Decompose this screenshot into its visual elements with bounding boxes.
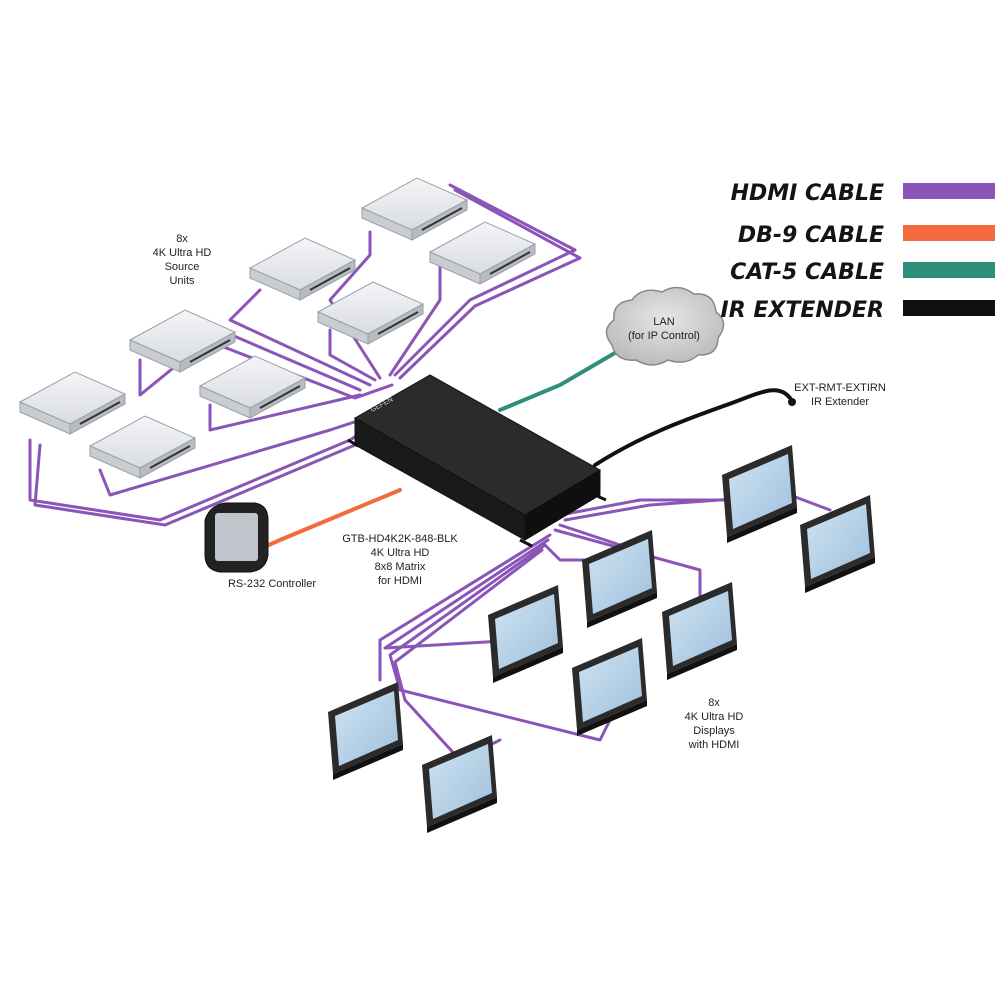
matrix-switch: GEFEN (347, 374, 607, 548)
hdmi-cables (28, 183, 832, 762)
lan-cloud-icon: LAN (for IP Control) (605, 286, 725, 366)
legend-ir-label: IR EXTENDER (721, 298, 884, 323)
displays-label: 8x 4K Ultra HD Displays with HDMI (685, 697, 744, 751)
controller-label: RS-232 Controller (228, 578, 316, 590)
source-unit (316, 281, 425, 345)
legend: HDMI CABLE DB-9 CABLE CAT-5 CABLE IR EXT… (721, 181, 995, 323)
legend-hdmi-swatch (903, 183, 995, 199)
source-unit (198, 355, 307, 419)
display (582, 530, 657, 628)
legend-hdmi: HDMI CABLE (731, 181, 995, 206)
display (488, 585, 563, 683)
sources-label-line3: Source (165, 261, 200, 273)
display (572, 638, 647, 736)
source-unit (360, 177, 469, 241)
displays-label-line2: 4K Ultra HD (685, 711, 744, 723)
ir-extender-cable (593, 388, 792, 467)
matrix-label-line4: for HDMI (378, 575, 422, 587)
display (662, 582, 737, 680)
legend-db9: DB-9 CABLE (738, 223, 995, 248)
sources-label: 8x 4K Ultra HD Source Units (153, 233, 212, 287)
display (800, 495, 875, 593)
source-unit (128, 309, 237, 373)
display (722, 445, 797, 543)
db9-cable (260, 488, 402, 550)
displays-label-line1: 8x (708, 697, 720, 709)
legend-cat5-label: CAT-5 CABLE (730, 260, 884, 285)
rs232-controller (204, 502, 269, 573)
display (422, 735, 497, 833)
matrix-label-line3: 8x8 Matrix (375, 561, 426, 573)
ir-sensor-icon (788, 398, 796, 406)
ir-label-line2: IR Extender (811, 396, 869, 408)
ir-label-line1: EXT-RMT-EXTIRN (794, 382, 886, 394)
source-unit (248, 237, 357, 301)
legend-db9-label: DB-9 CABLE (738, 223, 884, 248)
matrix-label-line1: GTB-HD4K2K-848-BLK (342, 533, 458, 545)
legend-ir: IR EXTENDER (721, 298, 995, 323)
legend-ir-swatch (903, 300, 995, 316)
source-unit (88, 415, 197, 479)
displays (328, 445, 875, 833)
ir-extender-label: EXT-RMT-EXTIRN IR Extender (794, 382, 886, 408)
sources-label-line2: 4K Ultra HD (153, 247, 212, 259)
displays-label-line4: with HDMI (688, 739, 740, 751)
matrix-label: GTB-HD4K2K-848-BLK 4K Ultra HD 8x8 Matri… (342, 533, 458, 587)
legend-cat5: CAT-5 CABLE (730, 260, 995, 285)
sources-label-line4: Units (169, 275, 195, 287)
source-unit (428, 221, 537, 285)
legend-hdmi-label: HDMI CABLE (731, 181, 884, 206)
legend-db9-swatch (903, 225, 995, 241)
displays-label-line3: Displays (693, 725, 735, 737)
lan-label-line1: LAN (653, 316, 674, 328)
source-units (18, 177, 537, 479)
display (328, 682, 403, 780)
lan-label-line2: (for IP Control) (628, 330, 700, 342)
matrix-label-line2: 4K Ultra HD (371, 547, 430, 559)
sources-label-line1: 8x (176, 233, 188, 245)
source-unit (18, 371, 127, 435)
legend-cat5-swatch (903, 262, 995, 278)
cat5-cable (498, 348, 622, 412)
